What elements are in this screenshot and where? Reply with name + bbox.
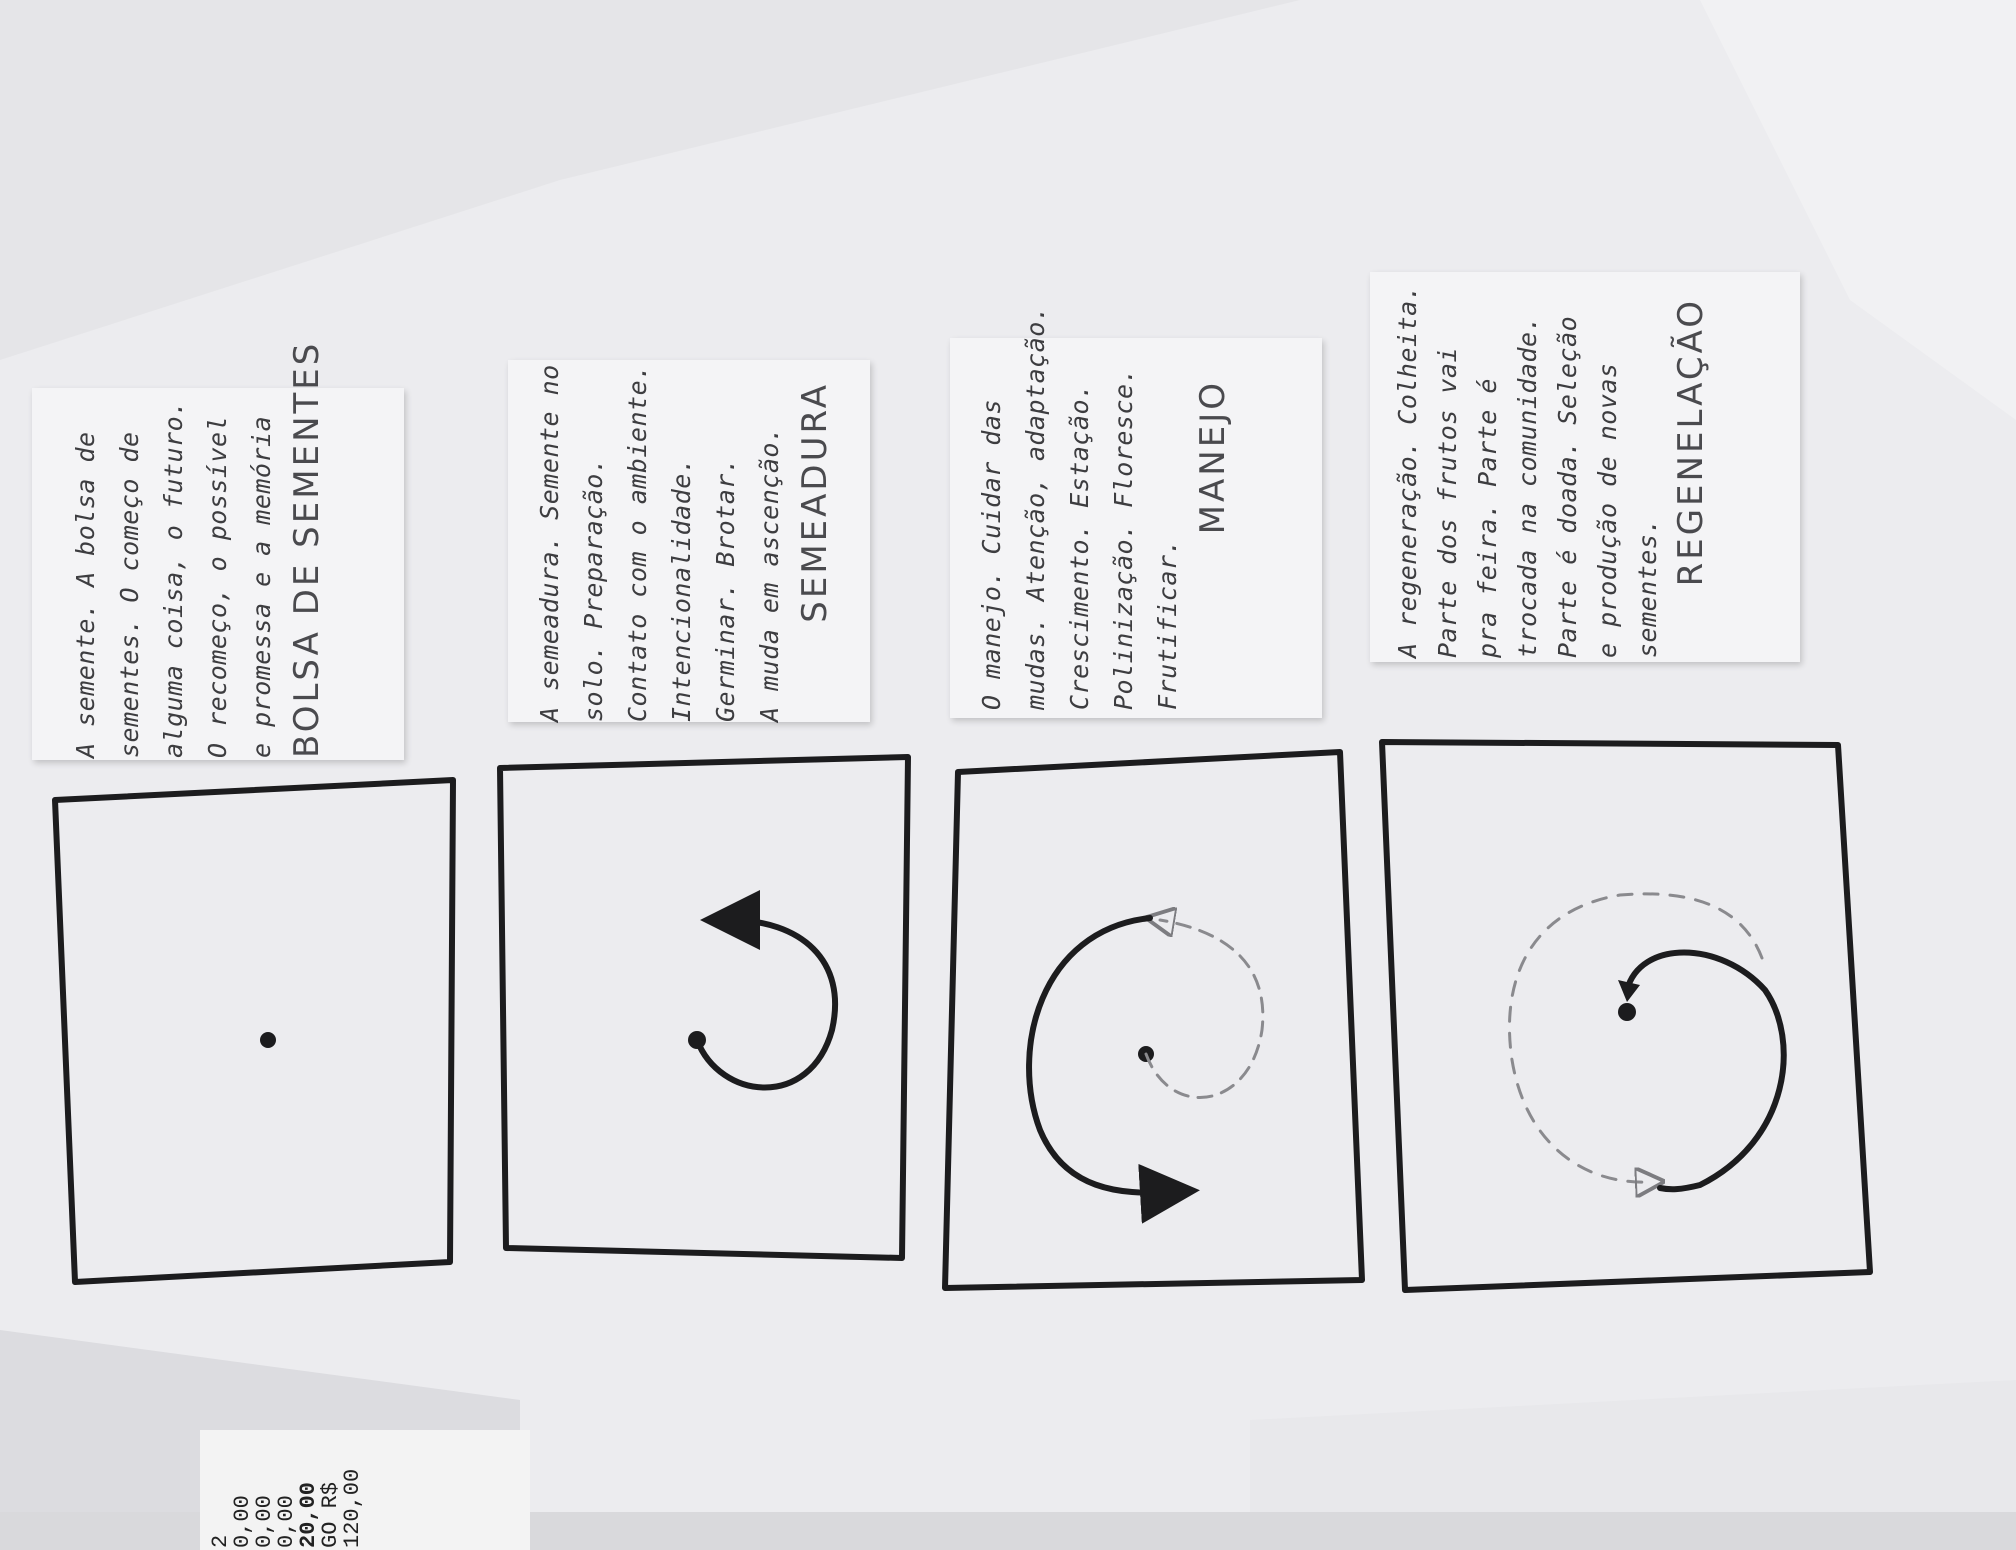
receipt-line: 20,00 [296, 1481, 321, 1548]
storyboard-drawings [52, 739, 1873, 1293]
seed-dot [260, 1032, 276, 1048]
note-regeneracao: A regeneração. Colheita. Parte dos fruto… [1370, 272, 1800, 662]
note-bolsa-de-sementes: A semente. A bolsa de sementes. O começo… [32, 341, 404, 760]
spiral-dashed-outer [1508, 892, 1764, 1182]
seed-dot [1618, 1003, 1636, 1021]
receipt-line: 120,00 [340, 1468, 365, 1548]
note-semeadura: A semeadura. Semente no solo. Preparação… [508, 360, 870, 722]
solid-arrowhead [1618, 980, 1640, 1002]
panel-1-frame [52, 777, 456, 1285]
receipt-line: 0,00 [274, 1495, 299, 1548]
spiral-solid-arrow [1026, 915, 1200, 1224]
note-manejo: O manejo. Cuidar das mudas. Atenção, ada… [950, 306, 1322, 718]
receipt-line: GO R$ [318, 1481, 343, 1548]
growth-arrow [694, 890, 839, 1091]
panel-2-frame [497, 754, 911, 1261]
receipt-fragment: 2 0,00 0,00 0,00 20,00 GO R$ 120,00 [200, 1430, 530, 1550]
spiral-dashed [1146, 920, 1265, 1099]
panel-4-frame [1379, 739, 1873, 1293]
panel-3-frame [942, 749, 1365, 1291]
spiral-solid-inner [1624, 949, 1787, 1193]
receipt-line: 0,00 [230, 1495, 255, 1548]
receipt-line: 0,00 [252, 1495, 277, 1548]
receipt-line: 2 [208, 1534, 233, 1548]
